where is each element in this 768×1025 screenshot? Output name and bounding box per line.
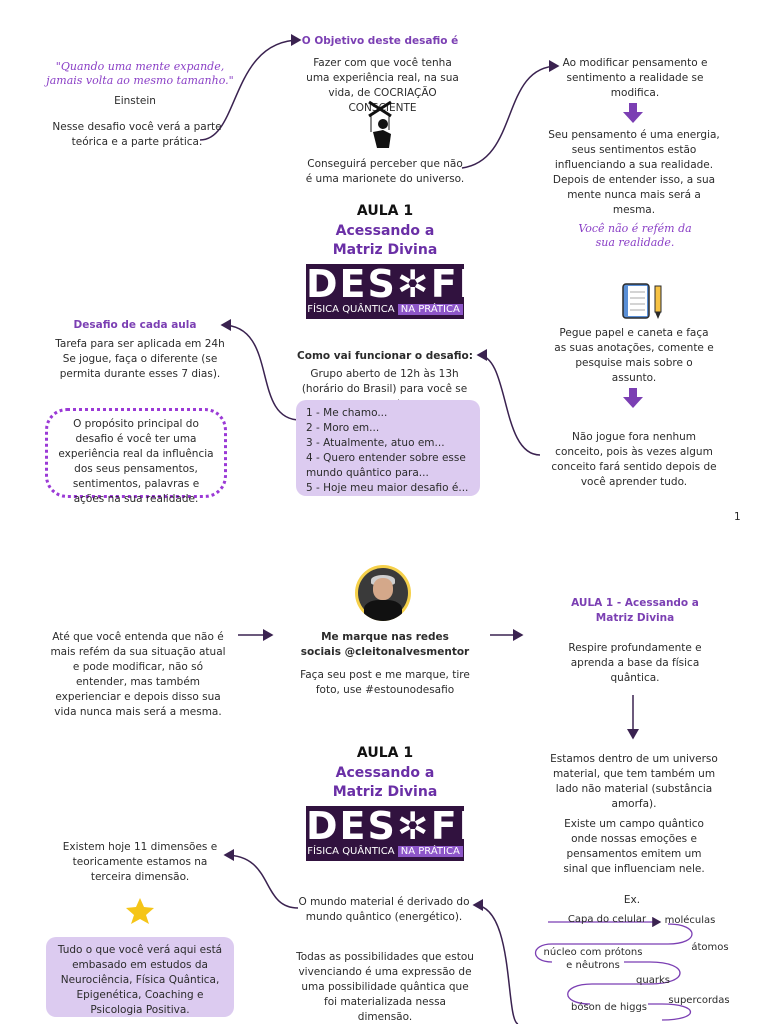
daily-title: Desafio de cada aula (73, 319, 197, 331)
notebook-icon (622, 283, 662, 319)
chain-item: átomos (691, 942, 729, 953)
step-item: 5 - Hoje meu maior desafio é... (306, 482, 469, 494)
puppet-icon (368, 100, 392, 148)
objective-title: O Objetivo deste desafio é (301, 35, 459, 47)
page2-right-title: AULA 1 - Acessando a Matriz Divina (571, 597, 699, 624)
field-text: Existe um campo quântico onde nossas emo… (563, 818, 705, 875)
how-title: Como vai funcionar o desafio: (297, 350, 473, 362)
page-number: 1 (734, 511, 741, 523)
material-text: O mundo material é derivado do mundo quâ… (298, 896, 470, 923)
quote-author: Einstein (114, 95, 156, 107)
down-arrow-icon (623, 103, 643, 123)
dont-discard-text: Não jogue fora nenhum conceito, pois às … (551, 431, 717, 488)
banner-subtitle-b: NA PRÁTICA (397, 304, 463, 315)
energy-text: Seu pensamento é uma energia, seus senti… (548, 129, 720, 216)
banner-logo-text: DES✲FIO (306, 804, 510, 848)
connector-chain-to-material (472, 899, 519, 1024)
purpose-text: O propósito principal do desafio é você … (58, 418, 214, 505)
down-arrow-icon (623, 388, 643, 408)
connector-intro-to-objective (199, 34, 302, 141)
chain-item: núcleo com prótons e nêutrons (543, 947, 643, 971)
universe-text: Estamos dentro de um universo material, … (550, 753, 718, 810)
connector-how-to-daily (220, 319, 301, 421)
studies-text: Tudo o que você verá aqui está embasado … (57, 944, 223, 1016)
challenge-banner: DES✲FIO FÍSICA QUÂNTICA NA PRÁTICA (306, 804, 510, 861)
breathe-text: Respire profundamente e aprenda a base d… (568, 642, 702, 684)
steps-box: 1 - Me chamo... 2 - Moro em... 3 - Atual… (296, 400, 480, 496)
daily-text: Tarefa para ser aplicada em 24h Se jogue… (55, 338, 225, 380)
dimensions-text: Existem hoje 11 dimensões e teoricamente… (62, 841, 218, 883)
banner-subtitle-a: FÍSICA QUÂNTICA (307, 304, 395, 315)
challenge-banner: DES✲FIO FÍSICA QUÂNTICA NA PRÁTICA (306, 262, 510, 319)
chain-item: moléculas (664, 915, 716, 926)
chain-item: bóson de higgs (570, 1002, 647, 1013)
page2-left-text: Até que você entenda que não é mais refé… (50, 631, 226, 718)
chain-item: supercordas (668, 995, 730, 1006)
avatar (355, 565, 411, 621)
possibilities-text: Todas as possibilidades que estou vivenc… (296, 951, 474, 1023)
puppet-text: Conseguirá perceber que não é uma marion… (305, 158, 465, 185)
chain-item: quarks (636, 975, 670, 986)
aula-title: Acessando a Matriz Divina (332, 223, 438, 258)
not-hostage-text: Você não é refém da sua realidade. (578, 222, 692, 249)
step-item: 2 - Moro em... (306, 422, 380, 434)
chain-curve-4 (648, 1003, 692, 1021)
banner-subtitle-b: NA PRÁTICA (397, 846, 463, 857)
connector-discard-to-how (476, 349, 541, 456)
quote-text: "Quando uma mente expande, jamais volta … (46, 60, 234, 87)
example-label: Ex. (623, 894, 641, 906)
social-title: Me marque nas redes sociais @cleitonalve… (300, 631, 470, 658)
aula-label: AULA 1 (356, 203, 414, 219)
connector-material-to-dimensions (223, 849, 299, 909)
intro-text: Nesse desafio você verá a parte teórica … (52, 121, 222, 148)
star-icon (126, 898, 154, 924)
studies-box: Tudo o que você verá aqui está embasado … (46, 937, 234, 1017)
step-item: 1 - Me chamo... (306, 407, 388, 419)
modify-text: Ao modificar pensamento e sentimento a r… (562, 57, 708, 99)
banner-logo-text: DES✲FIO (306, 262, 510, 306)
connector-puppet-to-modify (461, 60, 560, 169)
purpose-box: O propósito principal do desafio é você … (45, 408, 227, 505)
aula-label: AULA 1 (356, 745, 414, 761)
step-item: 3 - Atualmente, atuo em... (306, 437, 445, 449)
chain-curve-2 (534, 923, 693, 963)
aula-title: Acessando a Matriz Divina (332, 765, 438, 800)
chain-curve-3 (567, 961, 681, 1005)
banner-subtitle-a: FÍSICA QUÂNTICA (307, 846, 395, 857)
step-item: 4 - Quero entender sobre esse mundo quân… (306, 452, 466, 479)
chain-item: Capa do celular (567, 914, 647, 925)
social-text: Faça seu post e me marque, tire foto, us… (300, 669, 470, 696)
notes-text: Pegue papel e caneta e faça as suas anot… (554, 327, 714, 384)
